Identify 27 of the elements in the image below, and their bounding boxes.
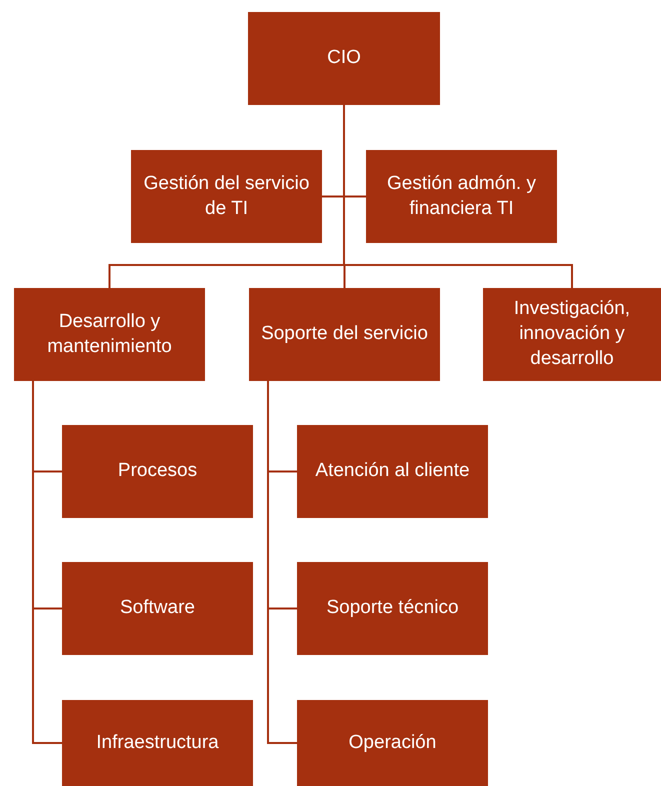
box-label: Atención al cliente [315,459,470,484]
org-box [131,150,322,243]
org-box [62,700,253,786]
box-label: CIO [327,46,361,70]
org-box [249,288,440,381]
box-label: Operación [348,730,436,755]
org-box [366,150,557,243]
org-box [483,288,661,381]
org-box [297,562,488,655]
box-label: Soporte técnico [326,596,459,620]
org-box [297,425,488,518]
org-box [297,700,488,786]
box-label: Gestión del servicio de TI [142,172,310,220]
box-label: Software [120,596,195,620]
org-box [14,288,205,381]
box-label: Investigación, innovación y desarrollo [512,297,632,371]
org-box [62,425,253,518]
box-label: Desarrollo y mantenimiento [46,310,173,358]
box-label: Soporte del servicio [261,322,428,346]
box-label: Infraestructura [96,730,219,755]
connector-line [32,381,62,744]
org-box [248,12,440,105]
org-box [62,562,253,655]
connector-line [343,105,573,288]
box-label: Procesos [118,459,198,484]
connector-line [267,381,297,744]
box-label: Gestión admón. y financiera TI [386,172,537,220]
